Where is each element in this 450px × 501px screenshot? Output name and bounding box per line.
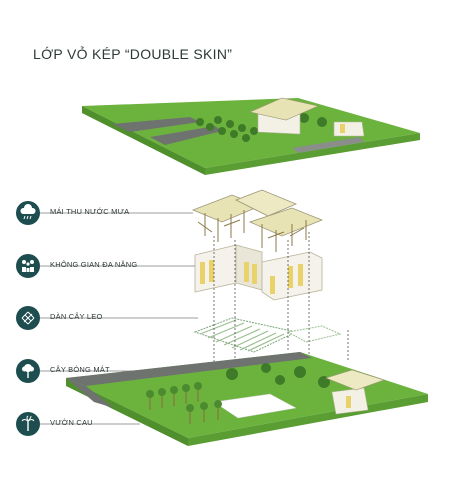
shade-tree-icon — [16, 359, 40, 383]
legend-label-shade-tree: CÂY BÓNG MÁT — [50, 365, 110, 374]
roof-layer — [191, 189, 324, 252]
base-road — [66, 352, 312, 386]
base-site-layer — [66, 352, 428, 446]
legend-item-areca-garden: VƯỜN CAU — [16, 412, 216, 436]
legend-label-areca-garden: VƯỜN CAU — [50, 418, 93, 427]
legend-label-multifunction-space: KHÔNG GIAN ĐA NĂNG — [50, 260, 138, 269]
assembled-site-view — [82, 97, 420, 175]
legend-item-multifunction-space: KHÔNG GIAN ĐA NĂNG — [16, 254, 216, 278]
legend-item-shade-tree: CÂY BÓNG MÁT — [16, 359, 216, 383]
assembled-road — [112, 117, 200, 132]
page-title: LỚP VỎ KÉP “DOUBLE SKIN” — [33, 46, 233, 62]
people-icon — [16, 254, 40, 278]
legend-label-trellis: DÀN CÂY LEO — [50, 312, 103, 321]
trellis-layer — [193, 317, 342, 353]
areca-palm-icon — [16, 412, 40, 436]
multifunction-space-layer — [194, 244, 323, 301]
rain-cloud-icon — [16, 201, 40, 225]
legend-item-trellis: DÀN CÂY LEO — [16, 306, 216, 330]
legend-label-rainwater-roof: MÁI THU NƯỚC MƯA — [50, 207, 130, 216]
trellis-icon — [16, 306, 40, 330]
legend-item-rainwater-roof: MÁI THU NƯỚC MƯA — [16, 201, 216, 225]
